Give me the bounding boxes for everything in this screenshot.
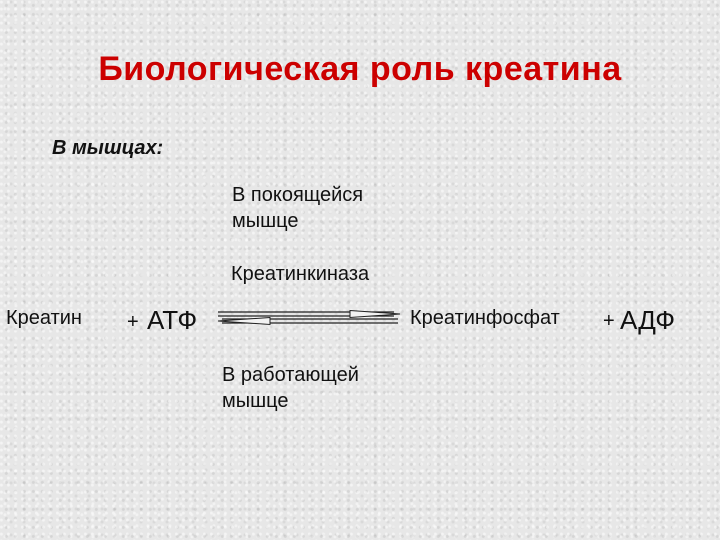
enzyme-label: Креатинкиназа bbox=[231, 263, 370, 285]
backward-arrow bbox=[217, 316, 398, 326]
product-adp: АДФ bbox=[620, 305, 676, 335]
reactant-atp: АТФ bbox=[147, 305, 198, 335]
plus-sign-right: + bbox=[603, 310, 615, 332]
forward-arrow bbox=[218, 309, 401, 319]
plus-sign-left: + bbox=[127, 311, 139, 333]
condition-resting-muscle: В покоящейся мышце bbox=[232, 184, 364, 232]
slide-title: Биологическая роль креатина bbox=[98, 50, 622, 88]
product-creatine-phosphate: Креатинфосфат bbox=[410, 307, 560, 329]
slide-subtitle: В мышцах: bbox=[52, 137, 164, 159]
reactant-creatine: Креатин bbox=[6, 307, 82, 329]
reversible-arrow bbox=[217, 309, 401, 326]
condition-working-muscle: В работающей мышце bbox=[222, 364, 359, 412]
